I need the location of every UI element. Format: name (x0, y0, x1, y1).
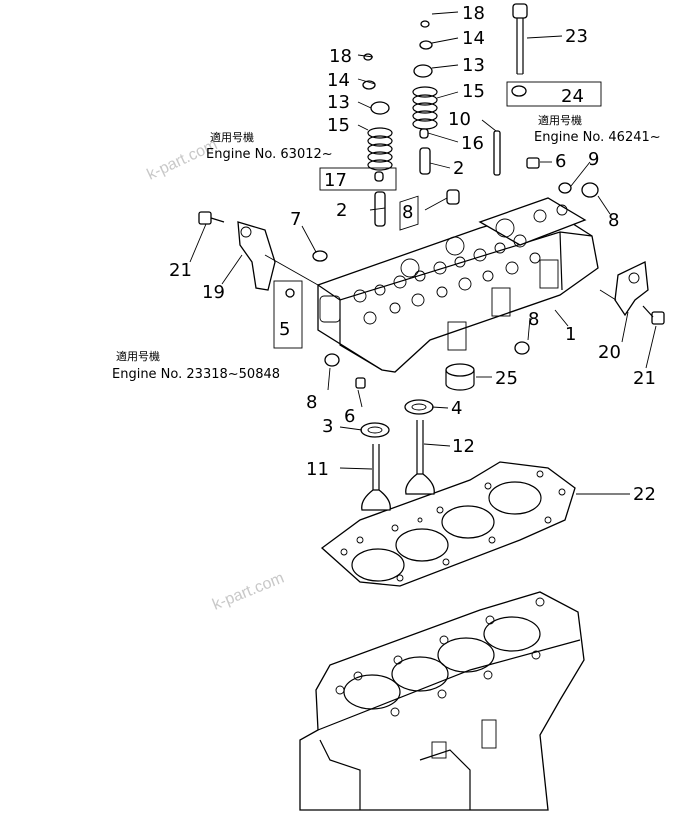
callout-9: 9 (588, 149, 599, 170)
part-5-box (273, 280, 303, 349)
valve-seat-insert (360, 422, 390, 438)
callout-numbers: 18 14 13 15 23 24 18 14 13 15 10 16 17 2… (169, 3, 656, 505)
bolt (642, 305, 665, 325)
plug (526, 157, 540, 169)
bracket (237, 221, 276, 291)
callout-1: 1 (565, 324, 576, 345)
callout-13: 13 (327, 92, 350, 113)
callout-21: 21 (633, 368, 656, 389)
callout-16: 16 (461, 133, 484, 154)
callout-7: 7 (290, 209, 301, 230)
exhaust-valve (361, 444, 391, 511)
note-engine-23318: 適用号機 Engine No. 23318~50848 (112, 349, 280, 382)
callout-5: 5 (279, 319, 290, 340)
plug (355, 377, 366, 389)
callout-13: 13 (462, 55, 485, 76)
callout-8: 8 (608, 210, 619, 231)
leader-lines (189, 11, 657, 495)
callout-8: 8 (306, 392, 317, 413)
note-engine-46241: 適用号機 Engine No. 46241~ (534, 113, 661, 145)
callout-14: 14 (327, 70, 350, 91)
washer-box (506, 81, 602, 107)
callout-15: 15 (462, 81, 485, 102)
callout-6: 6 (555, 151, 566, 172)
cylinder-head (317, 195, 599, 373)
callout-4: 4 (451, 398, 462, 419)
callout-18: 18 (462, 3, 485, 24)
head-gasket (320, 461, 576, 587)
callout-8: 8 (528, 309, 539, 330)
svg-text:適用号機: 適用号機 (538, 113, 582, 127)
watermark: k-part.com (210, 570, 286, 614)
valve-stack-right (412, 20, 438, 175)
callout-17: 17 (324, 170, 347, 191)
callout-18: 18 (329, 46, 352, 67)
callout-24: 24 (561, 86, 584, 107)
svg-text:Engine No. 63012~: Engine No. 63012~ (206, 147, 333, 162)
plug (581, 182, 599, 198)
svg-text:Engine No. 23318~50848: Engine No. 23318~50848 (112, 367, 280, 382)
callout-12: 12 (452, 436, 475, 457)
part-17-box (319, 167, 397, 191)
callout-2: 2 (453, 158, 464, 179)
intake-valve (405, 420, 435, 495)
callout-8: 8 (402, 202, 413, 223)
svg-text:Engine No. 46241~: Engine No. 46241~ (534, 130, 661, 145)
callout-23: 23 (565, 26, 588, 47)
callout-21: 21 (169, 260, 192, 281)
dowel-pin (493, 130, 501, 176)
valve-seat-insert (404, 399, 434, 415)
svg-text:適用号機: 適用号機 (116, 349, 160, 363)
seal-cup (445, 363, 475, 391)
callout-20: 20 (598, 342, 621, 363)
plug (324, 353, 340, 367)
callout-3: 3 (322, 416, 333, 437)
callout-19: 19 (202, 282, 225, 303)
callout-11: 11 (306, 459, 329, 480)
bushing (446, 189, 460, 205)
note-engine-63012: 適用号機 Engine No. 63012~ (206, 130, 333, 162)
plug (312, 250, 328, 262)
head-bolt (512, 3, 528, 75)
bracket (614, 261, 649, 317)
plug (514, 341, 530, 355)
callout-6: 6 (344, 406, 355, 427)
bolt (198, 211, 225, 225)
cylinder-block (299, 591, 585, 811)
washer (511, 85, 527, 97)
callout-2: 2 (336, 200, 347, 221)
callout-10: 10 (448, 109, 471, 130)
callout-14: 14 (462, 28, 485, 49)
plug (558, 182, 572, 194)
callout-22: 22 (633, 484, 656, 505)
callout-15: 15 (327, 115, 350, 136)
callout-25: 25 (495, 368, 518, 389)
valve-stack-left (362, 53, 393, 227)
svg-text:適用号機: 適用号機 (210, 130, 254, 144)
